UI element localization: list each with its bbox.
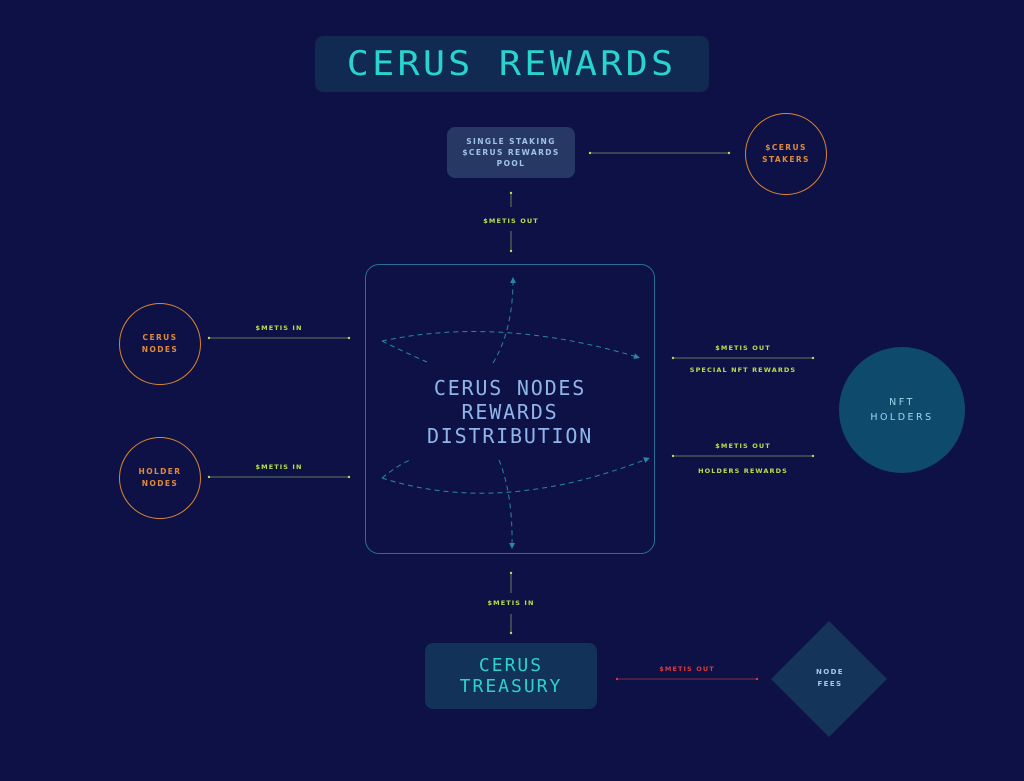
holders-out-dot-right xyxy=(811,454,815,458)
holders-out-label: $METIS OUT xyxy=(715,442,771,450)
cerus-nodes-node: CERUS NODES xyxy=(119,303,201,385)
curve-down xyxy=(498,459,516,549)
pool-out-label: $METIS OUT xyxy=(483,217,539,225)
diagram-title: CERUS REWARDS xyxy=(347,44,677,84)
holder-nodes-node: HOLDER NODES xyxy=(119,437,201,519)
distribution-box xyxy=(365,264,655,554)
holders-out-desc-label: HOLDERS REWARDS xyxy=(698,467,788,475)
cerus-nodes-in-dot-left xyxy=(207,336,211,340)
curve-top-arc xyxy=(381,331,640,360)
fees-out-dot-left xyxy=(615,677,619,681)
holders-out-dot-left xyxy=(671,454,675,458)
holder-nodes-label: HOLDER NODES xyxy=(138,467,182,488)
nft-out-dot-right xyxy=(811,356,815,360)
nft-out-desc-label: SPECIAL NFT REWARDS xyxy=(689,366,797,374)
fees-out-label: $METIS OUT xyxy=(659,665,715,673)
staking-pool-label: SINGLE STAKING $CERUS REWARDS POOL xyxy=(462,137,560,168)
curve-up xyxy=(492,277,516,364)
holder-nodes-in-label: $METIS IN xyxy=(255,463,303,471)
cerus-stakers-node: $CERUS STAKERS xyxy=(745,113,827,195)
curve-top-left-tail xyxy=(381,340,428,363)
title-banner: CERUS REWARDS xyxy=(315,36,709,92)
holder-nodes-in-dot-left xyxy=(207,475,211,479)
nft-holders-node: NFT HOLDERS xyxy=(839,347,965,473)
treasury-node: CERUS TREASURY xyxy=(425,643,597,709)
distribution-label: CERUS NODES REWARDS DISTRIBUTION xyxy=(426,376,594,448)
treasury-label: CERUS TREASURY xyxy=(459,655,563,697)
holder-nodes-in-dot-right xyxy=(347,475,351,479)
cerus-nodes-in-label: $METIS IN xyxy=(255,324,303,332)
treasury-in-dot-top xyxy=(509,571,513,575)
staking-pool-node: SINGLE STAKING $CERUS REWARDS POOL xyxy=(447,127,575,178)
nft-out-label: $METIS OUT xyxy=(715,344,771,352)
treasury-in-dot-bottom xyxy=(509,631,513,635)
cerus-nodes-in-dot-right xyxy=(347,336,351,340)
cerus-nodes-label: CERUS NODES xyxy=(141,333,179,354)
pool-out-dot-bottom xyxy=(509,249,513,253)
cerus-stakers-label: $CERUS STAKERS xyxy=(762,143,810,164)
pool-stakers-dot-right xyxy=(727,151,731,155)
pool-stakers-dot-left xyxy=(588,151,592,155)
treasury-in-label: $METIS IN xyxy=(487,599,535,607)
pool-out-dot-top xyxy=(509,191,513,195)
nft-holders-label: NFT HOLDERS xyxy=(870,397,934,423)
node-fees-label: NODE FEES xyxy=(815,668,844,688)
fees-out-dot-right xyxy=(755,677,759,681)
nft-out-dot-left xyxy=(671,356,675,360)
curve-bottom-left-tail xyxy=(381,459,411,479)
curve-bottom-arc xyxy=(381,457,650,494)
